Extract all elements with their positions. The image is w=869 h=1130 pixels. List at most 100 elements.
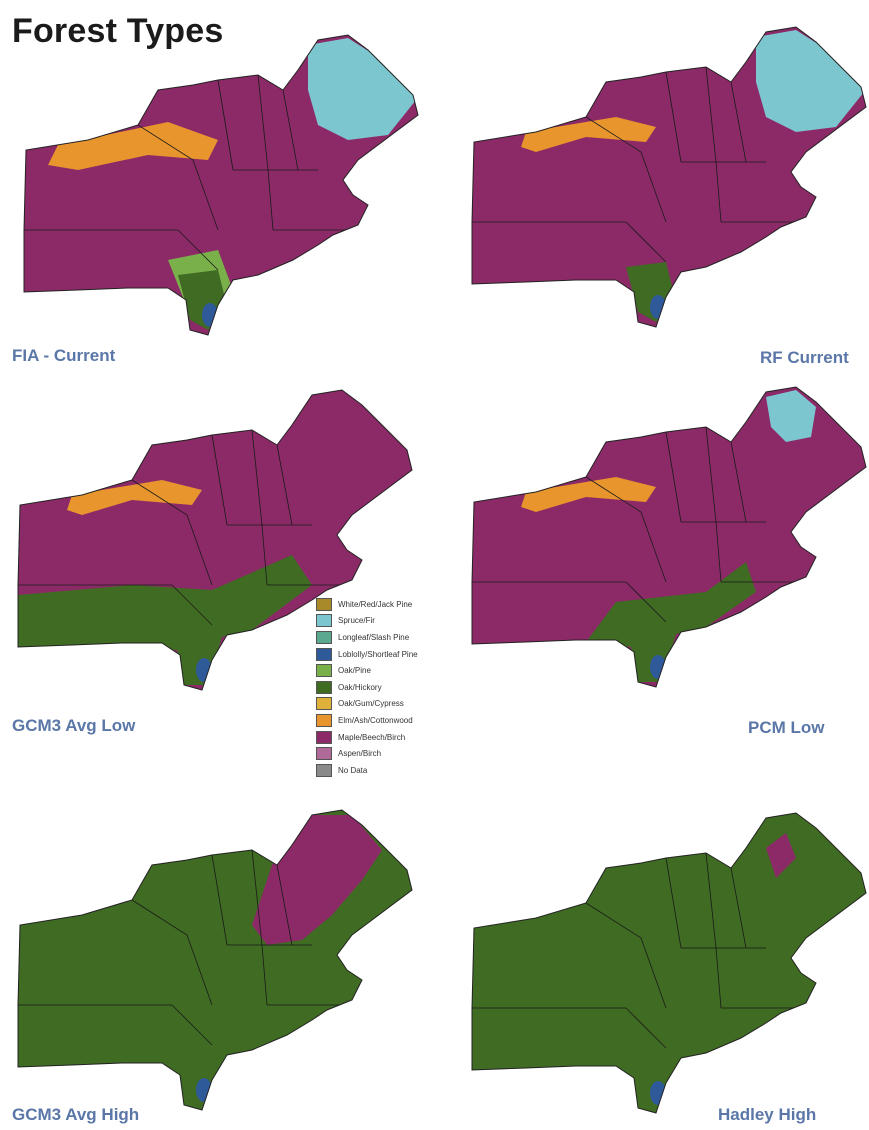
loblolly-patch <box>196 658 212 682</box>
state-border <box>705 852 717 949</box>
state-border <box>705 66 717 163</box>
state-border <box>251 849 263 946</box>
region-outline <box>17 809 413 1111</box>
region-outline <box>17 389 413 691</box>
legend-item: Aspen/Birch <box>316 745 506 762</box>
legend-item: Maple/Beech/Birch <box>316 729 506 746</box>
map-rf-current <box>466 22 869 337</box>
loblolly-patch <box>196 1078 212 1102</box>
legend-item: Elm/Ash/Cottonwood <box>316 712 506 729</box>
forest-type-patch <box>586 562 756 682</box>
state-border <box>261 944 268 1006</box>
region-outline <box>471 812 867 1114</box>
forest-type-patch <box>48 122 218 170</box>
caption-hadley-high: Hadley High <box>718 1105 817 1124</box>
map-hadley-high <box>466 808 869 1123</box>
loblolly-patch <box>650 295 666 319</box>
legend-label: Oak/Gum/Cypress <box>338 699 404 709</box>
state-border <box>665 857 682 949</box>
forest-type-patch <box>18 555 312 685</box>
state-border <box>137 124 219 231</box>
forest-type-patch <box>756 30 864 132</box>
legend-swatch <box>316 614 332 628</box>
region-outline <box>471 386 867 688</box>
state-border <box>211 434 228 526</box>
state-border <box>131 479 213 586</box>
state-border <box>282 89 299 171</box>
loblolly-patch <box>650 1081 666 1105</box>
legend-label: Oak/Pine <box>338 666 371 676</box>
map-gcm3-avg-high <box>12 805 432 1120</box>
legend-label: Oak/Hickory <box>338 682 382 692</box>
figure-title: Forest Types <box>12 12 224 50</box>
state-border <box>730 81 747 163</box>
legend-label: Spruce/Fir <box>338 616 375 626</box>
state-border <box>625 221 667 263</box>
state-border <box>217 79 234 171</box>
state-border <box>665 71 682 163</box>
legend-item: Longleaf/Slash Pine <box>316 629 506 646</box>
forest-type-patch <box>521 477 656 512</box>
state-border <box>276 864 293 946</box>
caption-gcm3-avg-high: GCM3 Avg High <box>12 1105 140 1124</box>
map-pcm-low <box>466 382 869 697</box>
legend-label: No Data <box>338 765 368 775</box>
forest-type-patch <box>308 38 416 140</box>
state-border <box>625 581 667 623</box>
legend-swatch <box>316 713 332 727</box>
legend-item: Oak/Hickory <box>316 679 506 696</box>
forest-type-patch <box>766 390 816 442</box>
state-border <box>276 444 293 526</box>
legend-item: Oak/Gum/Cypress <box>316 696 506 713</box>
caption-fia-current: FIA - Current <box>12 346 116 365</box>
state-border <box>715 947 722 1009</box>
state-border <box>131 899 213 1006</box>
state-border <box>257 74 269 171</box>
legend-swatch <box>316 664 332 678</box>
legend-item: White/Red/Jack Pine <box>316 596 506 613</box>
state-border <box>715 161 722 223</box>
legend-label: Longleaf/Slash Pine <box>338 632 410 642</box>
state-border <box>267 169 274 231</box>
state-border <box>730 867 747 949</box>
state-border <box>585 116 667 223</box>
legend-item: Spruce/Fir <box>316 613 506 630</box>
legend-label: Elm/Ash/Cottonwood <box>338 715 413 725</box>
state-border <box>177 229 219 271</box>
state-border <box>261 524 268 586</box>
legend-item: Loblolly/Shortleaf Pine <box>316 646 506 663</box>
caption-pcm-low: PCM Low <box>748 718 825 737</box>
forest-type-patch <box>521 117 656 152</box>
state-border <box>665 431 682 523</box>
legend-swatch <box>316 697 332 711</box>
legend-item: Oak/Pine <box>316 662 506 679</box>
legend-swatch <box>316 680 332 694</box>
legend-label: White/Red/Jack Pine <box>338 599 413 609</box>
legend-swatch <box>316 747 332 761</box>
state-border <box>625 1007 667 1049</box>
region-fill <box>472 813 866 1113</box>
region-outline <box>23 34 419 336</box>
legend-label: Aspen/Birch <box>338 749 382 759</box>
legend-swatch <box>316 630 332 644</box>
legend-label: Loblolly/Shortleaf Pine <box>338 649 418 659</box>
region-fill <box>472 387 866 687</box>
state-border <box>585 476 667 583</box>
caption-gcm3-avg-low: GCM3 Avg Low <box>12 716 136 735</box>
legend-item: No Data <box>316 762 506 779</box>
legend-swatch <box>316 763 332 777</box>
state-border <box>705 426 717 523</box>
loblolly-patch <box>202 303 218 327</box>
state-border <box>171 584 213 626</box>
state-border <box>585 902 667 1009</box>
state-border <box>211 854 228 946</box>
legend-swatch <box>316 647 332 661</box>
forest-type-patch <box>67 480 202 515</box>
loblolly-patch <box>650 655 666 679</box>
map-legend: White/Red/Jack Pine Spruce/Fir Longleaf/… <box>316 596 506 779</box>
forest-type-patch <box>766 833 796 878</box>
region-outline <box>471 26 867 328</box>
state-border <box>730 441 747 523</box>
map-gcm3-avg-low <box>12 385 432 700</box>
